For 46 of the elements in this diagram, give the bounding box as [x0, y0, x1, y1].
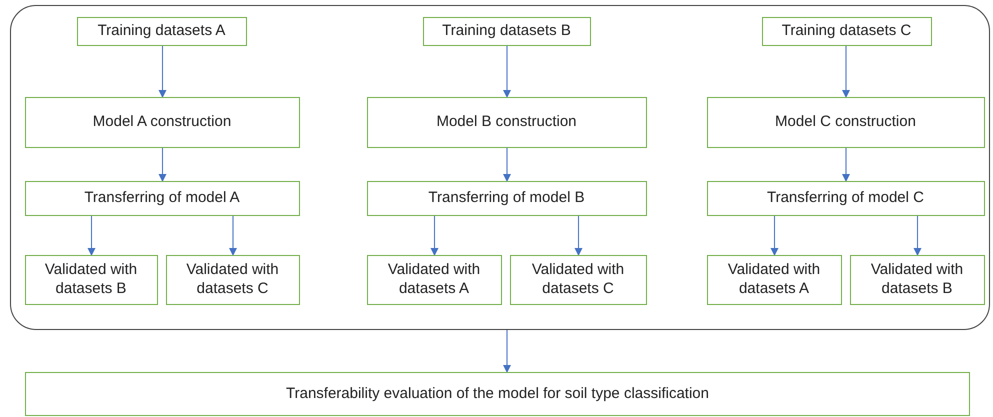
process-box — [366, 180, 646, 216]
box-label: Transferring of model C — [766, 188, 924, 208]
group-frame — [10, 5, 990, 330]
process-box — [706, 180, 984, 216]
arrow — [88, 216, 96, 256]
arrow — [574, 216, 582, 256]
box-label: Training datasets B — [442, 22, 571, 40]
process-box — [422, 16, 590, 46]
box-label: Validated with datasets A — [726, 260, 822, 298]
arrow — [158, 148, 166, 182]
box-label: Model B construction — [436, 112, 577, 132]
box-label: Model C construction — [775, 112, 916, 132]
box-label: Validated with datasets C — [185, 260, 280, 298]
arrow — [503, 330, 511, 373]
box-label: Training datasets C — [782, 22, 912, 40]
process-box — [850, 254, 984, 304]
arrow — [158, 46, 166, 98]
process-box — [706, 96, 984, 148]
arrow — [914, 216, 922, 256]
box-label: Model A construction — [92, 112, 232, 132]
process-box — [366, 254, 502, 304]
box-label: Validated with datasets B — [44, 260, 138, 298]
box-label: Validated with datasets A — [386, 260, 482, 298]
box-label: Transferability evaluation of the model for soil type classification — [286, 384, 709, 404]
arrow — [770, 216, 778, 256]
arrow — [842, 46, 850, 98]
arrow — [229, 216, 237, 256]
box-label: Validated with datasets C — [530, 260, 626, 298]
arrow — [503, 148, 511, 182]
process-box — [366, 96, 646, 148]
process-box — [24, 254, 158, 304]
process-box — [76, 16, 246, 46]
arrow — [842, 148, 850, 182]
process-box — [510, 254, 646, 304]
arrow — [503, 46, 511, 98]
process-box — [762, 16, 932, 46]
box-label: Validated with datasets B — [870, 260, 964, 298]
process-box — [24, 180, 300, 216]
process-box — [706, 254, 842, 304]
arrow — [430, 216, 438, 256]
process-box — [25, 372, 970, 416]
process-box — [166, 254, 300, 304]
box-label: Training datasets A — [98, 22, 226, 40]
box-label: Transferring of model B — [428, 188, 585, 208]
box-label: Transferring of model A — [84, 188, 240, 208]
process-box — [24, 96, 300, 148]
